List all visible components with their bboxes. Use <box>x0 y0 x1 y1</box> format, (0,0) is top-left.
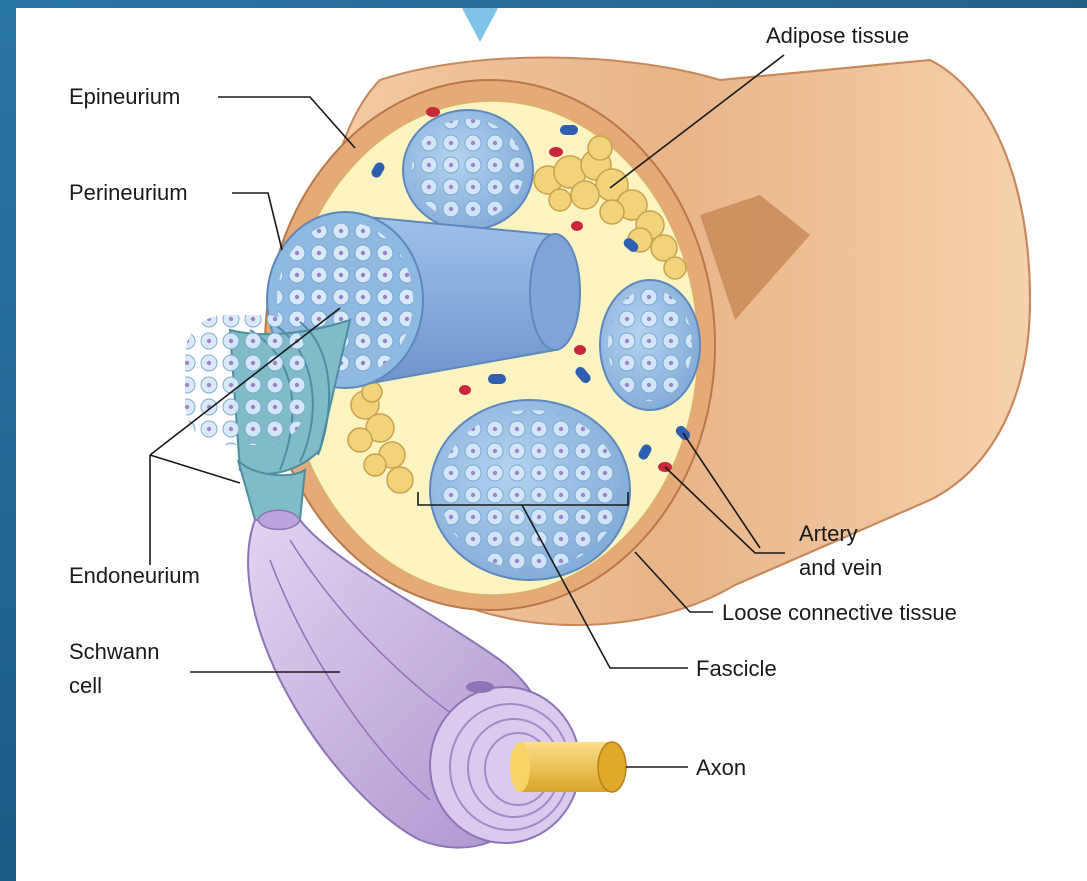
label-artery-line1: Artery <box>799 520 858 548</box>
diagram-canvas: Adipose tissue Epineurium Perineurium En… <box>16 8 1087 881</box>
nerve-structure-diagram <box>16 8 1087 881</box>
label-fascicle: Fascicle <box>696 655 777 683</box>
axon <box>510 742 626 792</box>
label-epineurium: Epineurium <box>69 83 180 111</box>
label-artery-line2: and vein <box>799 554 882 582</box>
fascicle-top <box>403 110 533 230</box>
label-endoneurium: Endoneurium <box>69 562 200 590</box>
slide-frame-left <box>0 0 16 881</box>
label-perineurium: Perineurium <box>69 179 188 207</box>
fascicle-right <box>600 280 700 410</box>
label-schwann-cell-line1: Schwann <box>69 638 160 666</box>
label-loose-connective-tissue: Loose connective tissue <box>722 599 957 627</box>
arrow-tip-icon <box>462 8 498 42</box>
label-schwann-cell-line2: cell <box>69 672 102 700</box>
label-axon: Axon <box>696 754 746 782</box>
slide-frame-top <box>0 0 1087 8</box>
label-adipose-tissue: Adipose tissue <box>766 22 909 50</box>
fascicle-bottom <box>430 400 630 580</box>
